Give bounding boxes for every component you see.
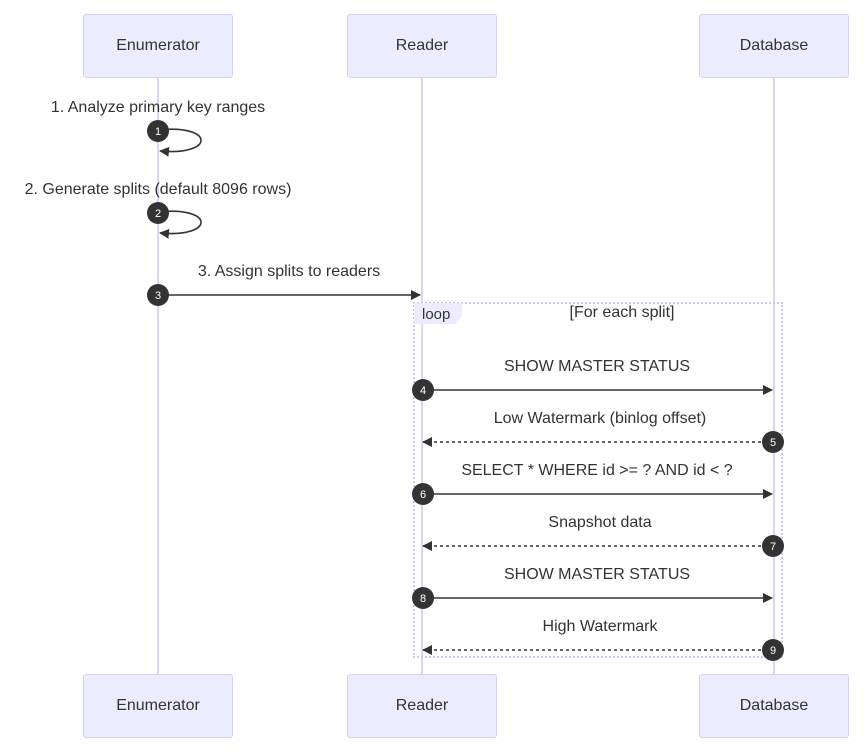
actor-database-top: Database xyxy=(699,14,849,78)
sequence-badge-3: 3 xyxy=(147,284,169,306)
sequence-badge-5: 5 xyxy=(762,431,784,453)
message-label-3: 3. Assign splits to readers xyxy=(197,263,381,280)
actor-enumerator-top: Enumerator xyxy=(83,14,233,78)
lifeline-enumerator xyxy=(157,78,159,674)
arrow-1 xyxy=(157,128,202,157)
message-label-8: SHOW MASTER STATUS xyxy=(503,566,691,583)
svg-text:1: 1 xyxy=(155,126,161,138)
message-label-1: 1. Analyze primary key ranges xyxy=(50,99,266,116)
message-label-5: Low Watermark (binlog offset) xyxy=(493,410,707,427)
message-label-4: SHOW MASTER STATUS xyxy=(503,358,691,375)
svg-text:2: 2 xyxy=(155,208,161,220)
svg-text:8: 8 xyxy=(420,593,426,605)
svg-text:5: 5 xyxy=(770,437,776,449)
sequence-badge-1: 1 xyxy=(147,120,169,142)
lifeline-reader xyxy=(421,78,423,674)
svg-text:6: 6 xyxy=(420,489,426,501)
sequence-badge-6: 6 xyxy=(412,483,434,505)
actor-reader-top: Reader xyxy=(347,14,497,78)
loop-tag: loop xyxy=(414,303,462,324)
message-label-7: Snapshot data xyxy=(548,514,652,531)
arrow-2 xyxy=(157,210,202,239)
svg-text:3: 3 xyxy=(155,290,161,302)
actor-database-bottom: Database xyxy=(699,674,849,738)
svg-text:9: 9 xyxy=(770,645,776,657)
actor-enumerator-bottom: Enumerator xyxy=(83,674,233,738)
svg-text:4: 4 xyxy=(420,385,426,397)
message-label-2: 2. Generate splits (default 8096 rows) xyxy=(24,181,292,198)
lifeline-database xyxy=(773,78,775,674)
svg-text:7: 7 xyxy=(770,541,776,553)
message-label-6: SELECT * WHERE id >= ? AND id < ? xyxy=(461,462,733,479)
sequence-badge-7: 7 xyxy=(762,535,784,557)
loop-frame xyxy=(413,302,783,658)
sequence-badge-8: 8 xyxy=(412,587,434,609)
actor-reader-bottom: Reader xyxy=(347,674,497,738)
sequence-badge-9: 9 xyxy=(762,639,784,661)
sequence-badge-2: 2 xyxy=(147,202,169,224)
loop-condition: [For each split] xyxy=(569,304,675,321)
sequence-badge-4: 4 xyxy=(412,379,434,401)
message-label-9: High Watermark xyxy=(542,618,658,635)
